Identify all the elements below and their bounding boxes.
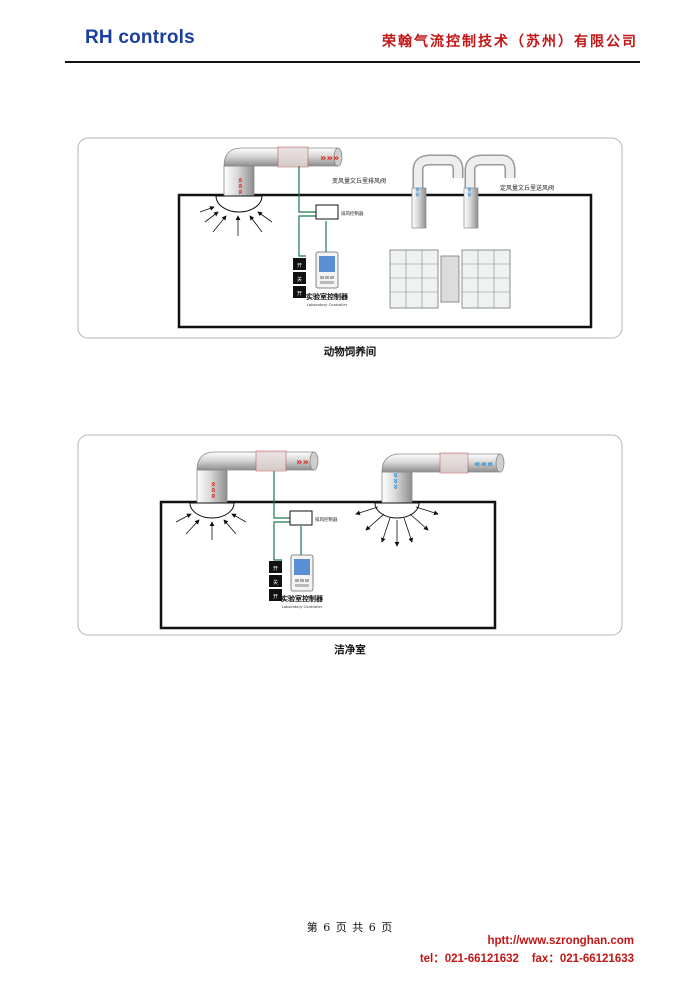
figure-frame [77,434,623,636]
lab-controller-label: 实验室控制器 [306,292,349,301]
svg-text:»»: »» [296,457,309,468]
svg-text:»»»: »»» [320,153,339,164]
figure-clean-room: »» »»» ««« »»» [77,434,623,636]
lab-controller-label: 实验室控制器 [281,594,324,603]
company-logo: RH controls [85,27,195,48]
switch-label: 关 [297,276,302,283]
exhaust-controller-box [289,510,313,526]
switch-panel [269,561,282,601]
company-name: 荣翰气流控制技术（苏州）有限公司 [382,34,638,50]
exhaust-controller-box [315,204,339,220]
controller-box-label: 排风控制器 [315,516,338,523]
supply-airflow-arrows [355,506,439,547]
exhaust-diffuser-icon [189,502,235,519]
svg-text:»»: »» [413,187,422,197]
exhaust-airflow-arrows [175,513,247,540]
supply-duct-left: »» [411,154,464,229]
lab-controller-label-en: Laboratory Controller [282,604,323,609]
switch-panel [293,258,306,298]
control-wiring [298,166,327,257]
switch-label: 开 [297,263,302,269]
figure-frame [77,137,623,339]
page-number: 第 6 页 共 6 页 [306,921,394,934]
controller-box-label: 排风控制器 [341,210,364,217]
supply-valve-icon [439,452,469,474]
svg-text:»»»: »»» [390,472,400,490]
supply-diffuser-icon [374,502,420,519]
supply-duct-right: »» [463,154,516,229]
room-outline [177,193,593,329]
room-outline [159,500,497,630]
svg-text:»»»: »»» [236,177,246,195]
control-wiring [273,471,302,561]
svg-text:»»: »» [465,187,474,197]
lab-controller-icon [290,554,314,592]
lab-controller-label-en: Laboratory Controller [307,302,348,307]
website-url: hptt://www.szronghan.com [487,935,634,947]
figure-caption: 洁净室 [334,643,366,656]
switch-label: 关 [273,579,278,586]
exhaust-duct: »» »»» [196,450,319,504]
svg-text:«««: ««« [474,459,493,470]
svg-text:»»»: »»» [209,481,219,499]
header-divider [65,61,640,63]
switch-label: 开 [297,291,302,297]
switch-label: 开 [273,594,278,600]
supply-valve-label: 定风量文丘里送风阀 [500,184,554,192]
exhaust-valve-label: 变风量文丘里排风阀 [332,177,386,185]
lab-controller-icon [315,251,339,289]
exhaust-diffuser-icon [215,195,263,213]
switch-label: 开 [273,566,278,572]
figure-animal-room: »»» »»» 变风量文丘里排风阀 »» »» 定风量文丘里送风阀 [77,137,623,339]
exhaust-duct: »»» »»» [223,146,343,197]
contact-phone-fax: tel：021-66121632 fax：021-66121633 [419,953,634,965]
figure-caption: 动物饲养间 [324,345,377,358]
exhaust-airflow-arrows [199,206,273,236]
animal-cage-rack-icon [389,249,511,309]
exhaust-valve-icon [277,146,309,168]
supply-duct: ««« »»» [381,452,505,504]
exhaust-valve-icon [255,450,287,472]
